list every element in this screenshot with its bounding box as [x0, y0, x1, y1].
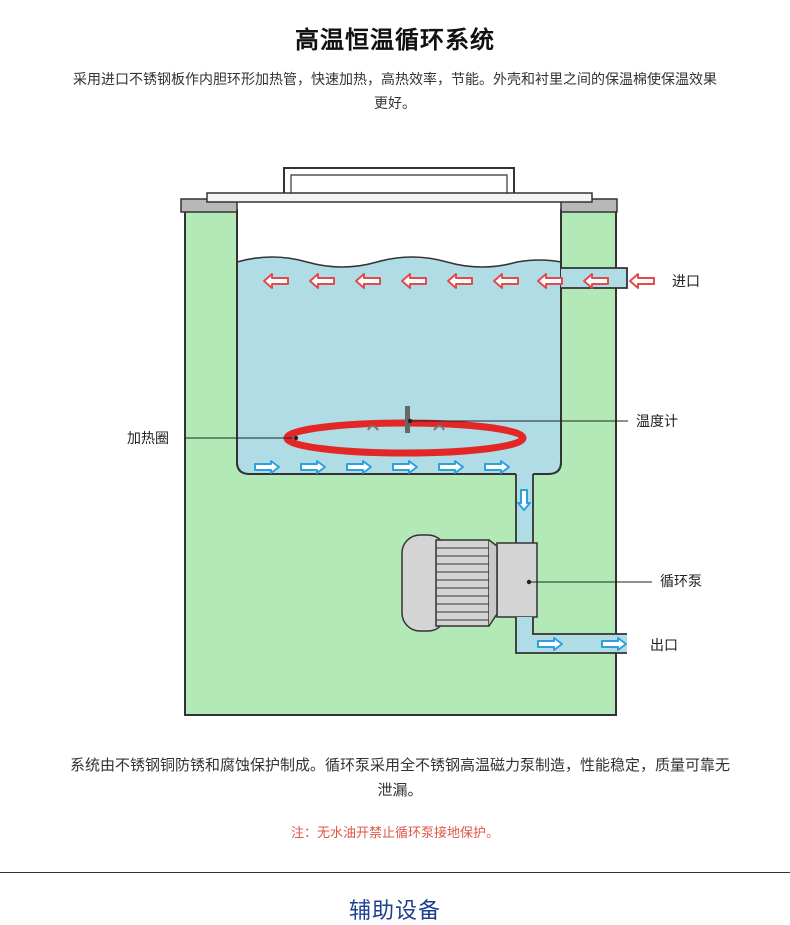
lid-handle [283, 167, 515, 193]
page-title: 高温恒温循环系统 [295, 26, 495, 54]
label-thermometer: 温度计 [636, 414, 678, 430]
warning-note: 注：无水油开禁止循环泵接地保护。 [290, 826, 499, 841]
label-outlet: 出口 [650, 638, 678, 654]
water [237, 257, 561, 474]
label-inlet: 进口 [672, 274, 700, 290]
description-text: 系统由不锈钢铜防锈和腐蚀保护制成。循环泵采用全不锈钢高温磁力泵制造，性能稳定，质… [70, 756, 731, 799]
circulation-pump [401, 534, 538, 632]
thermometer [405, 406, 410, 433]
intro-text: 采用进口不锈钢板作内胆环形加热管，快速加热，高热效率，节能。外壳和衬里之间的保温… [73, 72, 717, 112]
lid [206, 192, 593, 203]
label-heating-coil: 加热圈 [127, 431, 169, 447]
label-pump: 循环泵 [660, 574, 702, 590]
section-heading: 辅助设备 [348, 899, 441, 924]
section-divider [0, 872, 790, 873]
